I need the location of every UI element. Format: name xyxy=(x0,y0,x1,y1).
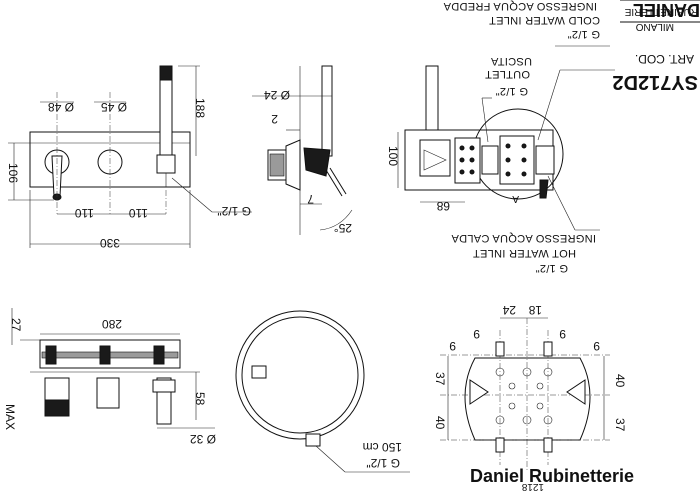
label-hose-len: 150 cm xyxy=(363,440,402,454)
label-hot-it: INGRESSO ACQUA CALDA xyxy=(451,232,596,244)
dim-v40a: 40 xyxy=(433,416,447,430)
dim-d48: Ø 48 xyxy=(48,100,74,114)
front-view: Ø 48 Ø 45 188 106 110 110 330 G 1/2" xyxy=(6,65,252,250)
title-block: DANIEL RUBINETTERIE MILANO ART. COD. SY7… xyxy=(612,0,700,93)
dim-w280: 280 xyxy=(102,317,122,331)
dim-w110a: 110 xyxy=(75,206,94,220)
label-cold-en: COLD WATER INLET xyxy=(489,14,600,26)
label-hot-g: G 1/2" xyxy=(535,262,568,274)
dim-w330: 330 xyxy=(100,236,120,250)
dim-r9a: 9 xyxy=(449,339,456,353)
dim-w110b: 110 xyxy=(129,206,148,220)
dim-h188: 188 xyxy=(193,98,207,118)
dim-s2: 2 xyxy=(271,112,278,126)
dim-h27: 27 xyxy=(9,318,23,332)
label-hot-en: HOT WATER INLET xyxy=(473,247,576,259)
dim-d32: Ø 32 xyxy=(190,432,216,446)
dim-s7: 7 xyxy=(307,192,314,206)
dim-v37a: 37 xyxy=(433,372,447,386)
hose-view: 150 cm G 1/2" xyxy=(235,310,410,473)
side-view: Ø 24 2 7 25° xyxy=(252,65,353,235)
code-label: ART. COD. xyxy=(635,52,694,66)
dim-t9b: 9 xyxy=(559,327,566,341)
dim-h100: 100 xyxy=(386,146,400,166)
dim-v40b: 40 xyxy=(613,374,627,388)
dim-a25: 25° xyxy=(334,221,352,235)
inlet-labels: INGRESSO ACQUA FREDDA COLD WATER INLET G… xyxy=(443,0,610,274)
footer-brand: Daniel Rubinetterie xyxy=(470,466,634,486)
dim-d45: Ø 45 xyxy=(101,100,127,114)
label-outlet-g: G 1/2" xyxy=(495,85,528,97)
dim-d24: Ø 24 xyxy=(264,88,290,102)
product-code: SY712D2 xyxy=(612,71,698,93)
dim-t9a: 9 xyxy=(473,327,480,341)
dim-h106: 106 xyxy=(6,163,20,183)
logo-sub: RUBINETTERIE xyxy=(624,6,698,17)
logo-top: DANIEL xyxy=(633,0,700,20)
dim-v37b: 37 xyxy=(613,418,627,432)
dim-h58: 58 xyxy=(193,392,207,406)
dim-w68: 68 xyxy=(436,199,450,213)
section-a: A xyxy=(512,193,519,204)
section-view: 24 18 9 9 9 9 37 40 40 37 1218 xyxy=(433,303,627,492)
dim-t24: 24 xyxy=(502,303,516,317)
label-front-g: G 1/2" xyxy=(217,204,251,218)
dim-r9b: 9 xyxy=(593,339,600,353)
dim-bottom: 1218 xyxy=(521,481,544,492)
dim-t18: 18 xyxy=(528,303,542,317)
label-hose-g: G 1/2" xyxy=(366,456,400,470)
top-view: 280 27 58 Ø 32 MAX xyxy=(3,308,216,446)
label-outlet-it: USCITA xyxy=(490,55,532,67)
dim-left-frag: MAX xyxy=(3,404,17,430)
label-cold-it: INGRESSO ACQUA FREDDA xyxy=(443,0,597,12)
label-outlet-en: OUTLET xyxy=(485,68,530,80)
rear-view: 100 68 A xyxy=(386,65,615,231)
logo-city: MILANO xyxy=(635,21,674,32)
label-cold-g: G 1/2" xyxy=(567,28,600,40)
